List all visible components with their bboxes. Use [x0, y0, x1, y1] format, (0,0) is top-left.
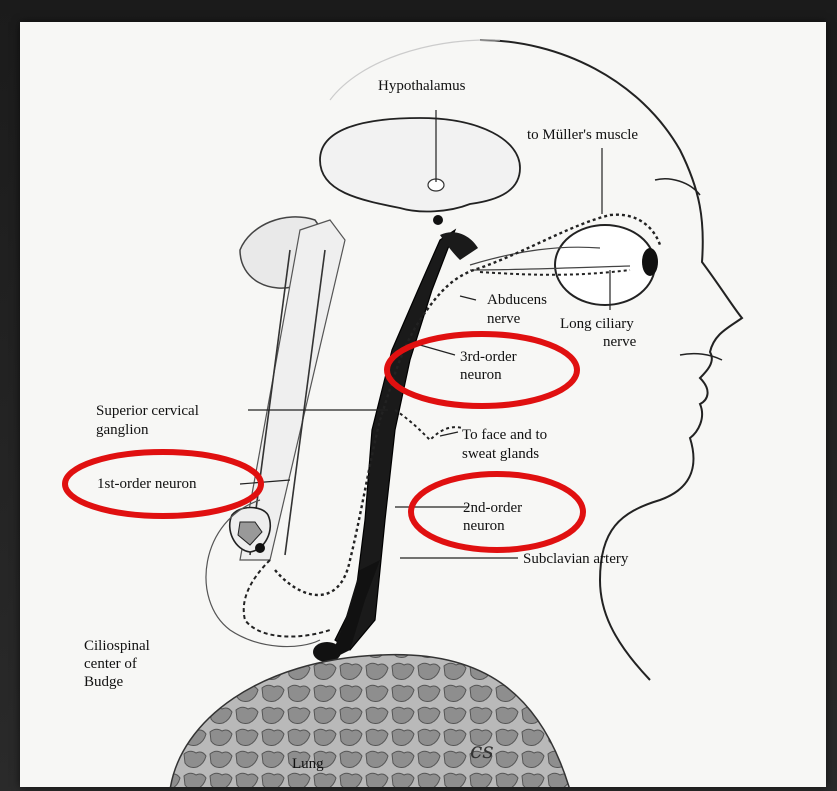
diagram-sheet: Hypothalamus to Müller's muscle Abducens… — [20, 22, 826, 787]
label-superior-cervical-1: Superior cervical — [96, 403, 199, 419]
label-ciliospinal-1: Ciliospinal — [84, 638, 150, 654]
label-subclavian: Subclavian artery — [523, 551, 629, 567]
label-face-2: sweat glands — [462, 446, 539, 462]
label-abducens-2: nerve — [487, 311, 521, 327]
label-ciliospinal-2: center of — [84, 656, 137, 672]
label-abducens-1: Abducens — [487, 292, 547, 308]
label-second-order-2: neuron — [463, 518, 505, 534]
label-first-order: 1st-order neuron — [97, 476, 197, 492]
label-lung: Lung — [292, 756, 324, 772]
label-second-order-1: 2nd-order — [463, 500, 522, 516]
label-muller: to Müller's muscle — [527, 127, 638, 143]
artist-signature: cs — [470, 739, 494, 764]
label-hypothalamus: Hypothalamus — [378, 78, 466, 94]
lung — [170, 655, 570, 787]
label-third-order-2: neuron — [460, 367, 502, 383]
iris — [642, 248, 658, 276]
label-third-order-1: 3rd-order — [460, 349, 517, 365]
label-superior-cervical-2: ganglion — [96, 422, 149, 438]
eye-globe — [555, 225, 655, 305]
nose-detail — [680, 354, 722, 360]
label-ciliospinal-3: Budge — [84, 674, 124, 690]
label-face-1: To face and to — [462, 427, 547, 443]
label-long-ciliary-1: Long ciliary — [560, 316, 634, 332]
carotid-artery — [335, 230, 455, 650]
spinal-cord-section — [230, 508, 271, 554]
label-long-ciliary-2: nerve — [603, 334, 637, 350]
cerebrum — [320, 118, 520, 211]
oculosympathetic-pathway-diagram: Hypothalamus to Müller's muscle Abducens… — [20, 22, 826, 787]
